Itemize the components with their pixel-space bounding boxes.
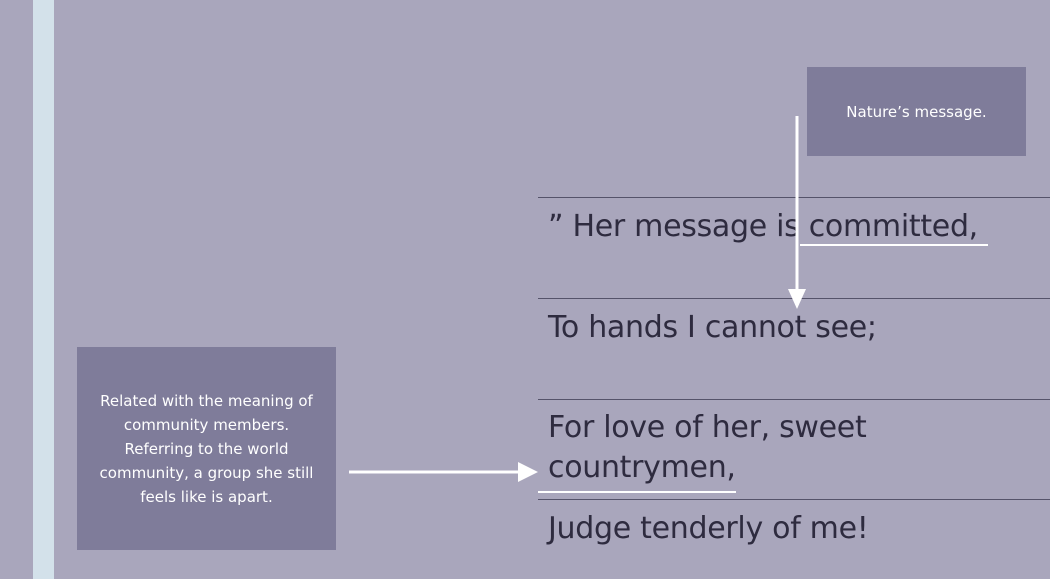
poem-line-4: countrymen, (548, 450, 736, 485)
arrow-down-icon (788, 116, 806, 309)
divider-line (538, 499, 1050, 500)
annotation-natures-message: Nature’s message. (807, 67, 1026, 156)
annotation-text: Nature’s message. (846, 102, 987, 121)
divider-line (538, 399, 1050, 400)
poem-line-1: ” Her message is committed, (548, 209, 978, 244)
annotation-line: community members. (123, 415, 290, 434)
annotation-line: Referring to the world (124, 439, 289, 458)
side-stripe (33, 0, 54, 579)
divider-line (538, 197, 1050, 198)
annotation-line: community, a group she still (99, 463, 314, 482)
poem-line-2: To hands I cannot see; (548, 310, 877, 345)
annotation-line: Related with the meaning of (100, 391, 313, 410)
annotation-line: feels like is apart. (140, 487, 273, 506)
highlight-underline (800, 244, 988, 246)
arrow-right-icon (349, 462, 538, 482)
annotation-community-members: Related with the meaning of community me… (77, 347, 336, 550)
poem-line-3: For love of her, sweet (548, 410, 867, 445)
poem-line-5: Judge tenderly of me! (548, 511, 869, 546)
highlight-underline (538, 491, 736, 493)
